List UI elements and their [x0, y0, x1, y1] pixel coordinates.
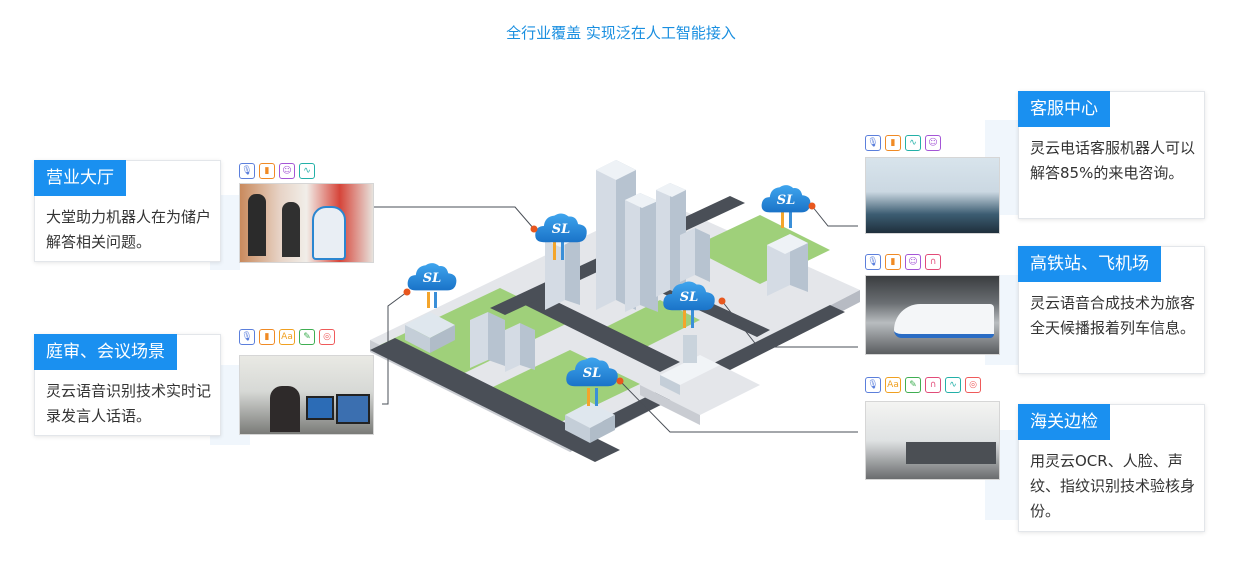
svg-text:SL: SL [583, 366, 602, 381]
high-speed-rail-photo [865, 275, 1000, 355]
scenario-title: 客服中心 [1018, 91, 1110, 127]
cloud-node-2: SL [530, 213, 587, 243]
data-arrows [427, 212, 792, 406]
scenario-card-court-meeting: 庭审、会议场景 灵云语音识别技术实时记录发言人话语。 [34, 334, 221, 436]
waveform-icon: ∿ [945, 377, 961, 393]
capability-icons: 🎙 ▮ ☺ ∩ [865, 254, 941, 272]
voice-mic-icon: 🎙 [865, 377, 881, 393]
scenario-description: 灵云电话客服机器人可以解答85%的来电咨询。 [1030, 139, 1196, 182]
scenario-card-banking-hall: 营业大厅 大堂助力机器人在为储户解答相关问题。 [34, 160, 221, 262]
scenario-description: 灵云语音合成技术为旅客全天候播报着列车信息。 [1030, 294, 1196, 337]
cloud-node-3: SL [663, 281, 726, 311]
voice-mic-icon: 🎙 [865, 135, 881, 151]
call-center-photo [865, 157, 1000, 234]
scenario-title: 海关边检 [1018, 404, 1110, 440]
scenario-card-station-airport: 高铁站、飞机场 灵云语音合成技术为旅客全天候播报着列车信息。 [1018, 246, 1205, 374]
svg-text:SL: SL [423, 271, 442, 286]
user-chat-icon: ☺ [905, 254, 921, 270]
headset-icon: ∩ [925, 254, 941, 270]
cloud-node-1: SL [403, 263, 457, 296]
headline: 全行业覆盖 实现泛在人工智能接入 [506, 24, 736, 42]
voice-mic-icon: 🎙 [239, 163, 255, 179]
card-icon: ▮ [259, 329, 275, 345]
capability-icons: 🎙 ▮ Aa ✎ ◎ [239, 329, 335, 347]
face-scan-icon: ◎ [319, 329, 335, 345]
scenario-description: 用灵云OCR、人脸、声纹、指纹识别技术验核身份。 [1030, 452, 1196, 520]
scenario-description: 大堂助力机器人在为储户解答相关问题。 [46, 208, 212, 251]
headset-icon: ∩ [925, 377, 941, 393]
user-chat-icon: ☺ [279, 163, 295, 179]
face-scan-icon: ◎ [965, 377, 981, 393]
user-chat-icon: ☺ [925, 135, 941, 151]
cloud-node-4: SL [566, 357, 624, 387]
voice-mic-icon: 🎙 [865, 254, 881, 270]
connector-lines [373, 205, 858, 433]
svg-text:SL: SL [552, 222, 571, 237]
card-icon: ▮ [885, 135, 901, 151]
capability-icons: 🎙 Aa ✎ ∩ ∿ ◎ [865, 377, 981, 395]
cloud-node-5: SL [761, 185, 816, 213]
customs-photo [865, 401, 1000, 480]
scenario-card-call-center: 客服中心 灵云电话客服机器人可以解答85%的来电咨询。 [1018, 91, 1205, 219]
card-icon: ▮ [885, 254, 901, 270]
voice-mic-icon: 🎙 [239, 329, 255, 345]
edit-icon: ✎ [299, 329, 315, 345]
scenario-title: 高铁站、飞机场 [1018, 246, 1161, 282]
capability-icons: 🎙 ▮ ☺ ∿ [239, 163, 315, 181]
waveform-icon: ∿ [905, 135, 921, 151]
banking-hall-photo [239, 183, 374, 263]
city-buildings [405, 160, 808, 443]
capability-icons: 🎙 ▮ ∿ ☺ [865, 135, 941, 153]
svg-text:SL: SL [680, 290, 699, 305]
scenario-card-customs: 海关边检 用灵云OCR、人脸、声纹、指纹识别技术验核身份。 [1018, 404, 1205, 532]
card-icon: ▮ [259, 163, 275, 179]
scenario-title: 庭审、会议场景 [34, 334, 177, 370]
text-recognition-icon: Aa [885, 377, 901, 393]
court-meeting-photo [239, 355, 374, 435]
svg-text:SL: SL [777, 193, 796, 208]
scenario-description: 灵云语音识别技术实时记录发言人话语。 [46, 382, 212, 425]
text-recognition-icon: Aa [279, 329, 295, 345]
waveform-icon: ∿ [299, 163, 315, 179]
edit-icon: ✎ [905, 377, 921, 393]
scenario-title: 营业大厅 [34, 160, 126, 196]
